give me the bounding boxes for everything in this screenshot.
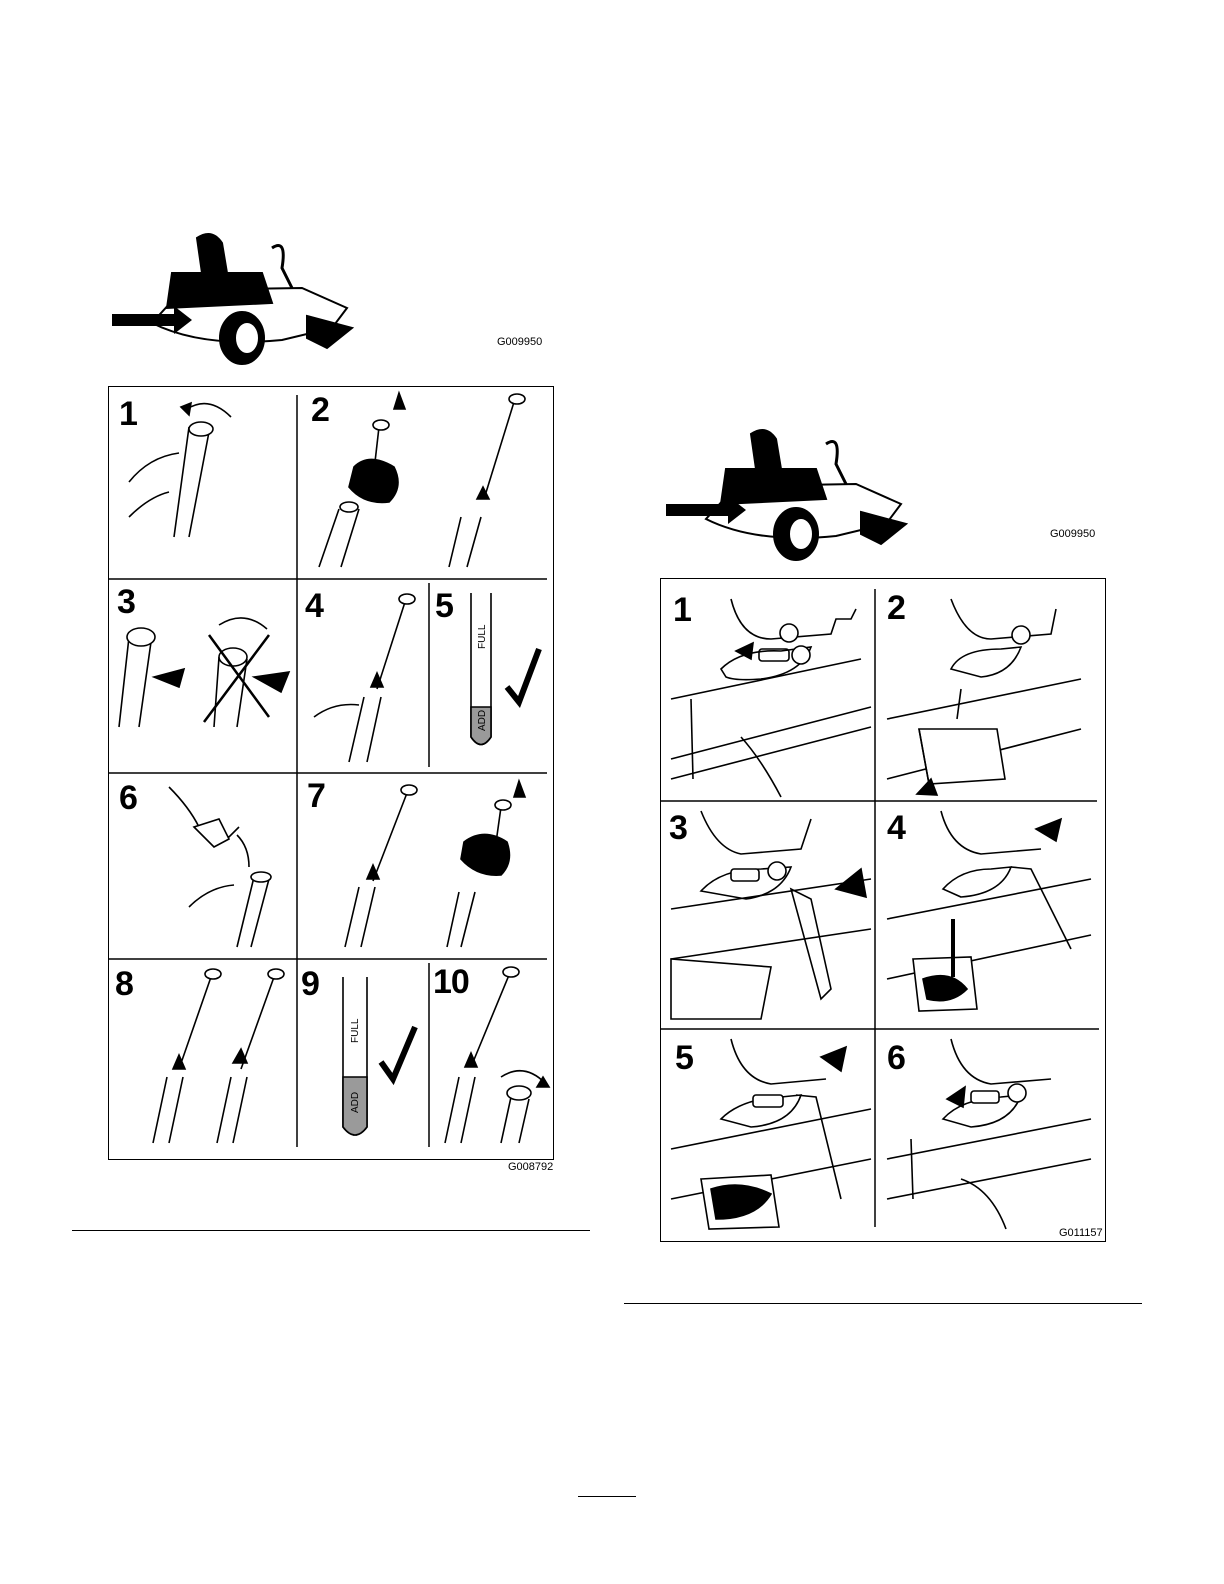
step-8-illustration bbox=[153, 969, 284, 1143]
dipstick-full-mark-5: FULL bbox=[477, 624, 488, 649]
drain-step-3-illustration bbox=[671, 811, 871, 1019]
drain-step-2-illustration bbox=[887, 599, 1081, 795]
dipstick-full-mark-9: FULL bbox=[350, 1018, 361, 1043]
figure-code-dipstick: G008792 bbox=[508, 1161, 553, 1173]
page-footer-rule bbox=[578, 1496, 636, 1497]
drain-step-6-illustration bbox=[887, 1039, 1091, 1229]
dipstick-procedure-panel: 1 2 3 4 5 6 7 8 9 10 bbox=[108, 386, 554, 1160]
dipstick-step-illustrations: FULL ADD FULL ADD bbox=[109, 387, 555, 1161]
figure-code-mower-left: G009950 bbox=[497, 336, 542, 348]
figure-code-drain: G011157 bbox=[1059, 1227, 1103, 1239]
drain-step-1-illustration bbox=[671, 599, 871, 797]
step-2-illustration bbox=[319, 393, 525, 567]
step-1-illustration bbox=[129, 403, 231, 537]
mower-illustration-left bbox=[112, 228, 372, 374]
left-section-divider bbox=[72, 1230, 590, 1231]
figure-code-mower-right: G009950 bbox=[1050, 528, 1095, 540]
step-6-illustration bbox=[169, 787, 271, 947]
drain-step-5-illustration bbox=[671, 1039, 871, 1229]
step-7-illustration bbox=[345, 781, 525, 947]
right-section-divider bbox=[624, 1303, 1142, 1304]
mower-illustration-right bbox=[666, 424, 926, 570]
step-4-illustration bbox=[314, 594, 415, 762]
dipstick-add-mark-5: ADD bbox=[477, 710, 488, 731]
step-10-illustration bbox=[445, 967, 549, 1143]
drain-step-4-illustration bbox=[887, 811, 1091, 1011]
mower-drawing-right bbox=[666, 424, 926, 570]
drain-step-illustrations bbox=[661, 579, 1107, 1243]
step-3-illustration bbox=[119, 618, 289, 727]
dipstick-add-mark-9: ADD bbox=[350, 1092, 361, 1113]
oil-drain-procedure-panel: 1 2 3 4 5 6 bbox=[660, 578, 1106, 1242]
mower-drawing bbox=[112, 228, 372, 374]
